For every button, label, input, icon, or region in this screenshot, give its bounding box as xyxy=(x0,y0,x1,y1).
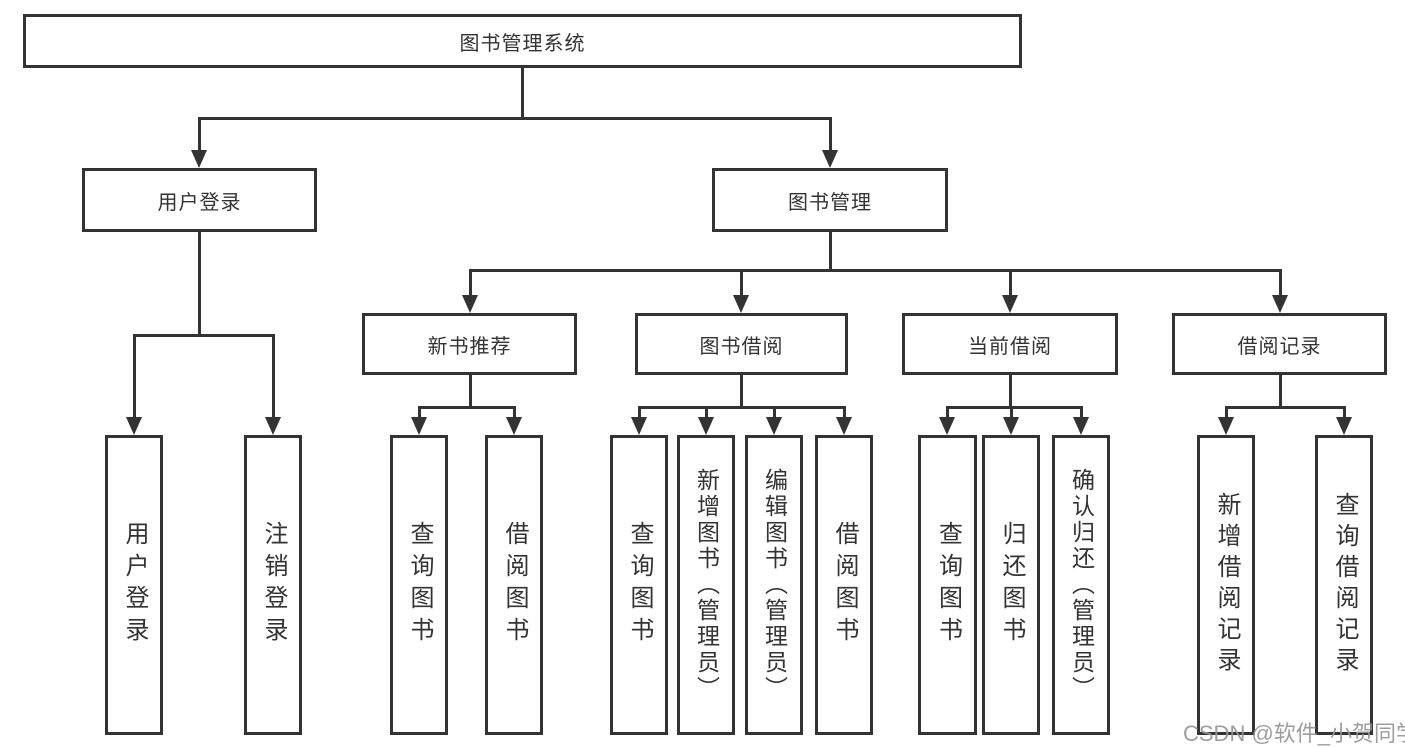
arrowhead-down-icon xyxy=(939,417,955,435)
arrowhead-down-icon xyxy=(411,417,427,435)
leaf-search-books-borrowing: 查询图书 xyxy=(610,435,668,735)
arrowhead-down-icon xyxy=(822,150,838,168)
connector-arrow-line xyxy=(1010,406,1013,419)
connector-stem xyxy=(469,375,472,408)
leaf-label: 查询图书 xyxy=(406,521,433,649)
connector-arrow-line xyxy=(740,269,743,297)
arrowhead-down-icon xyxy=(1002,295,1018,313)
node-label: 图书管理系统 xyxy=(459,32,586,55)
connector-arrow-line xyxy=(705,406,708,419)
arrowhead-down-icon xyxy=(1218,417,1234,435)
arrowhead-down-icon xyxy=(698,417,714,435)
leaf-label: 借阅图书 xyxy=(501,521,528,649)
connector-root-branch xyxy=(198,117,831,120)
leaf-label: 注销登录 xyxy=(260,521,287,649)
arrowhead-down-icon xyxy=(126,417,142,435)
connector-branch xyxy=(1225,406,1345,409)
arrowhead-down-icon xyxy=(631,417,647,435)
connector-stem xyxy=(829,232,832,271)
leaf-borrow-books: 借阅图书 xyxy=(815,435,873,735)
node-label: 用户登录 xyxy=(157,191,242,214)
leaf-search-books-recommend: 查询图书 xyxy=(390,435,448,735)
arrowhead-down-icon xyxy=(506,417,522,435)
node-label: 当前借阅 xyxy=(968,335,1052,358)
leaf-label: 编辑图书（管理员） xyxy=(761,468,788,702)
node-label: 借阅记录 xyxy=(1237,335,1322,358)
leaf-add-books-admin: 新增图书（管理员） xyxy=(677,435,735,735)
connector-arrow-line xyxy=(1225,406,1228,419)
leaf-return-books: 归还图书 xyxy=(982,435,1040,735)
node-new-book-recommendation: 新书推荐 xyxy=(362,313,577,375)
connector-arrow-line xyxy=(638,406,641,419)
node-label: 图书借阅 xyxy=(699,335,784,358)
csdn-watermark: CSDN @软件_小贺同学 xyxy=(1183,721,1405,746)
connector-arrow-line xyxy=(272,334,275,419)
leaf-add-borrowing-record: 新增借阅记录 xyxy=(1197,435,1255,735)
node-label: 图书管理 xyxy=(788,191,872,214)
connector-stem xyxy=(198,232,201,336)
leaf-label: 归还图书 xyxy=(998,521,1025,649)
leaf-logout: 注销登录 xyxy=(244,435,302,735)
arrowhead-down-icon xyxy=(1003,417,1019,435)
connector-arrow-line xyxy=(133,334,136,419)
node-label: 新书推荐 xyxy=(427,335,512,358)
leaf-search-borrowing-record: 查询借阅记录 xyxy=(1315,435,1373,735)
leaf-label: 借阅图书 xyxy=(831,521,858,649)
arrowhead-down-icon xyxy=(766,417,782,435)
connector-arrow-line xyxy=(1080,406,1083,419)
connector-arrow-line xyxy=(1009,269,1012,297)
arrowhead-down-icon xyxy=(733,295,749,313)
node-book-borrowing: 图书借阅 xyxy=(635,313,848,375)
leaf-label: 新增借阅记录 xyxy=(1213,492,1240,678)
connector-root-stem xyxy=(521,68,524,119)
node-current-borrowing: 当前借阅 xyxy=(902,313,1118,375)
leaf-label: 新增图书（管理员） xyxy=(693,468,720,702)
arrowhead-down-icon xyxy=(836,417,852,435)
arrowhead-down-icon xyxy=(462,295,478,313)
connector-branch xyxy=(638,406,845,409)
connector-arrow-line xyxy=(513,406,516,419)
arrowhead-down-icon xyxy=(191,150,207,168)
arrowhead-down-icon xyxy=(1336,417,1352,435)
leaf-borrow-books-recommend: 借阅图书 xyxy=(485,435,543,735)
arrowhead-down-icon xyxy=(1272,295,1288,313)
leaf-confirm-return-admin: 确认归还（管理员） xyxy=(1052,435,1110,735)
arrowhead-down-icon xyxy=(265,417,281,435)
leaf-edit-books-admin: 编辑图书（管理员） xyxy=(745,435,803,735)
leaf-label: 用户登录 xyxy=(121,521,148,649)
node-library-management-system: 图书管理系统 xyxy=(23,14,1022,68)
connector-stem xyxy=(1009,375,1012,408)
node-book-management: 图书管理 xyxy=(712,168,948,232)
connector-arrow-line xyxy=(418,406,421,419)
connector-arrow-line xyxy=(1343,406,1346,419)
connector-branch xyxy=(133,334,274,337)
connector-branch xyxy=(418,406,515,409)
connector-arrow-line xyxy=(469,269,472,297)
connector-arrow-line xyxy=(843,406,846,419)
connector-arrow-line xyxy=(829,117,832,153)
leaf-search-books-current: 查询图书 xyxy=(918,435,977,735)
leaf-label: 查询图书 xyxy=(626,521,653,649)
connector-stem xyxy=(1279,375,1282,408)
connector-branch xyxy=(469,269,1282,272)
connector-arrow-line xyxy=(198,117,201,153)
connector-arrow-line xyxy=(1279,269,1282,297)
leaf-label: 确认归还（管理员） xyxy=(1068,468,1095,702)
leaf-label: 查询图书 xyxy=(934,521,962,649)
arrowhead-down-icon xyxy=(1073,417,1089,435)
connector-arrow-line xyxy=(773,406,776,419)
leaf-label: 查询借阅记录 xyxy=(1331,492,1358,678)
connector-branch xyxy=(946,406,1082,409)
leaf-user-login: 用户登录 xyxy=(105,435,163,735)
node-user-login: 用户登录 xyxy=(82,168,317,232)
connector-arrow-line xyxy=(946,406,949,419)
connector-stem xyxy=(740,375,743,408)
node-borrowing-records: 借阅记录 xyxy=(1172,313,1387,375)
